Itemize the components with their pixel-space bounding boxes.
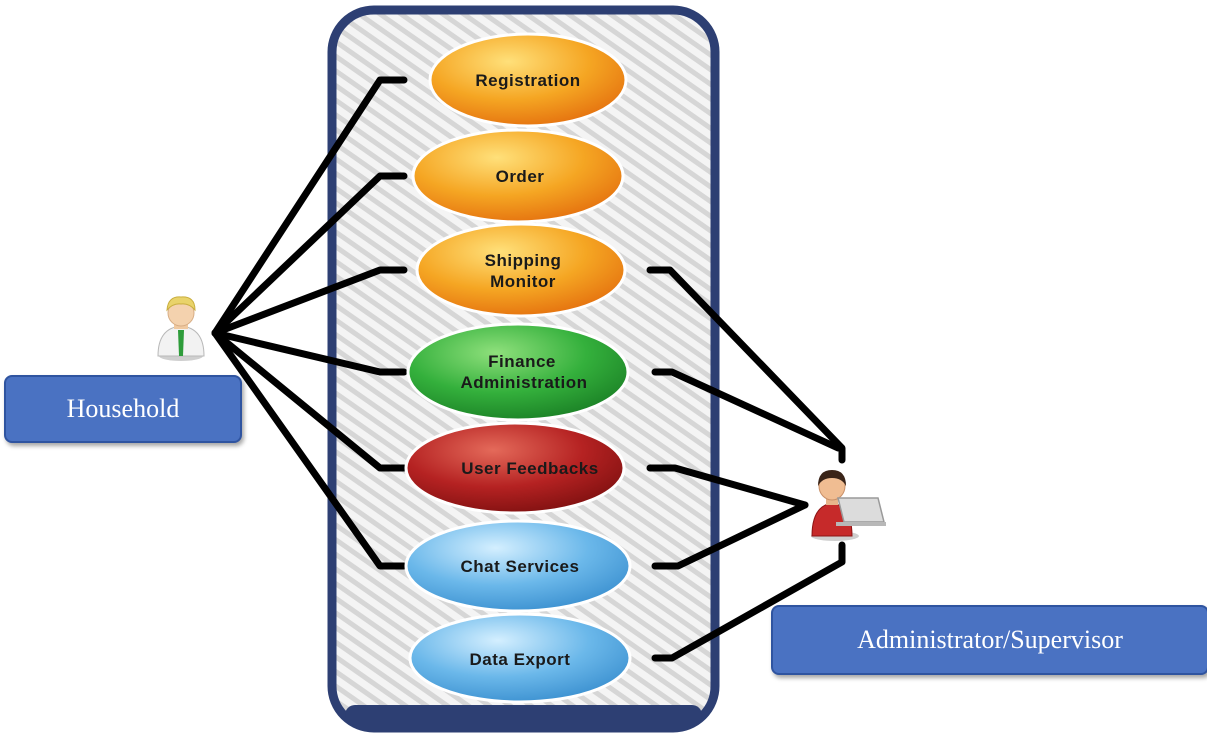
assoc-admin-export: [651, 541, 846, 662]
assoc-household-shipping: [211, 266, 408, 337]
system-boundary-bottom-shadow: [345, 705, 702, 725]
use-case-finance-administration[interactable]: Finance Administration: [406, 322, 630, 422]
assoc-household-feedback: [211, 329, 408, 472]
use-case-data-export[interactable]: Data Export: [408, 612, 632, 704]
use-case-label: Chat Services: [461, 557, 580, 576]
household-actor-icon: [157, 296, 205, 361]
assoc-admin-feedback: [646, 464, 809, 509]
use-case-registration[interactable]: Registration: [428, 32, 628, 128]
assoc-household-finance: [211, 329, 408, 376]
use-case-label: Administration: [461, 373, 588, 392]
household-actor-label: Household: [4, 375, 242, 443]
use-case-user-feedbacks[interactable]: User Feedbacks: [404, 421, 626, 515]
assoc-admin-shipping: [646, 266, 846, 464]
use-case-label: User Feedbacks: [461, 459, 598, 478]
use-case-label: Data Export: [470, 650, 571, 669]
use-case-label: Monitor: [490, 272, 556, 291]
assoc-admin-chat: [651, 501, 809, 570]
use-case-label: Registration: [475, 71, 580, 90]
use-case-label: Order: [496, 167, 545, 186]
assoc-household-registration: [211, 76, 408, 337]
admin-actor-label: Administrator/Supervisor: [771, 605, 1207, 675]
use-case-chat-services[interactable]: Chat Services: [404, 519, 632, 613]
household-associations: [211, 76, 408, 570]
assoc-household-chat: [211, 329, 408, 570]
admin-actor-icon: [811, 470, 886, 541]
use-case-label: Shipping: [485, 251, 562, 270]
assoc-household-order: [211, 172, 408, 337]
use-case-order[interactable]: Order: [411, 128, 625, 224]
use-cases: Registration Order Shipping Monitor Fina…: [404, 32, 632, 704]
use-case-shipping-monitor[interactable]: Shipping Monitor: [415, 222, 627, 318]
use-case-label: Finance: [488, 352, 556, 371]
assoc-admin-finance: [651, 368, 842, 452]
admin-associations: [646, 266, 846, 662]
